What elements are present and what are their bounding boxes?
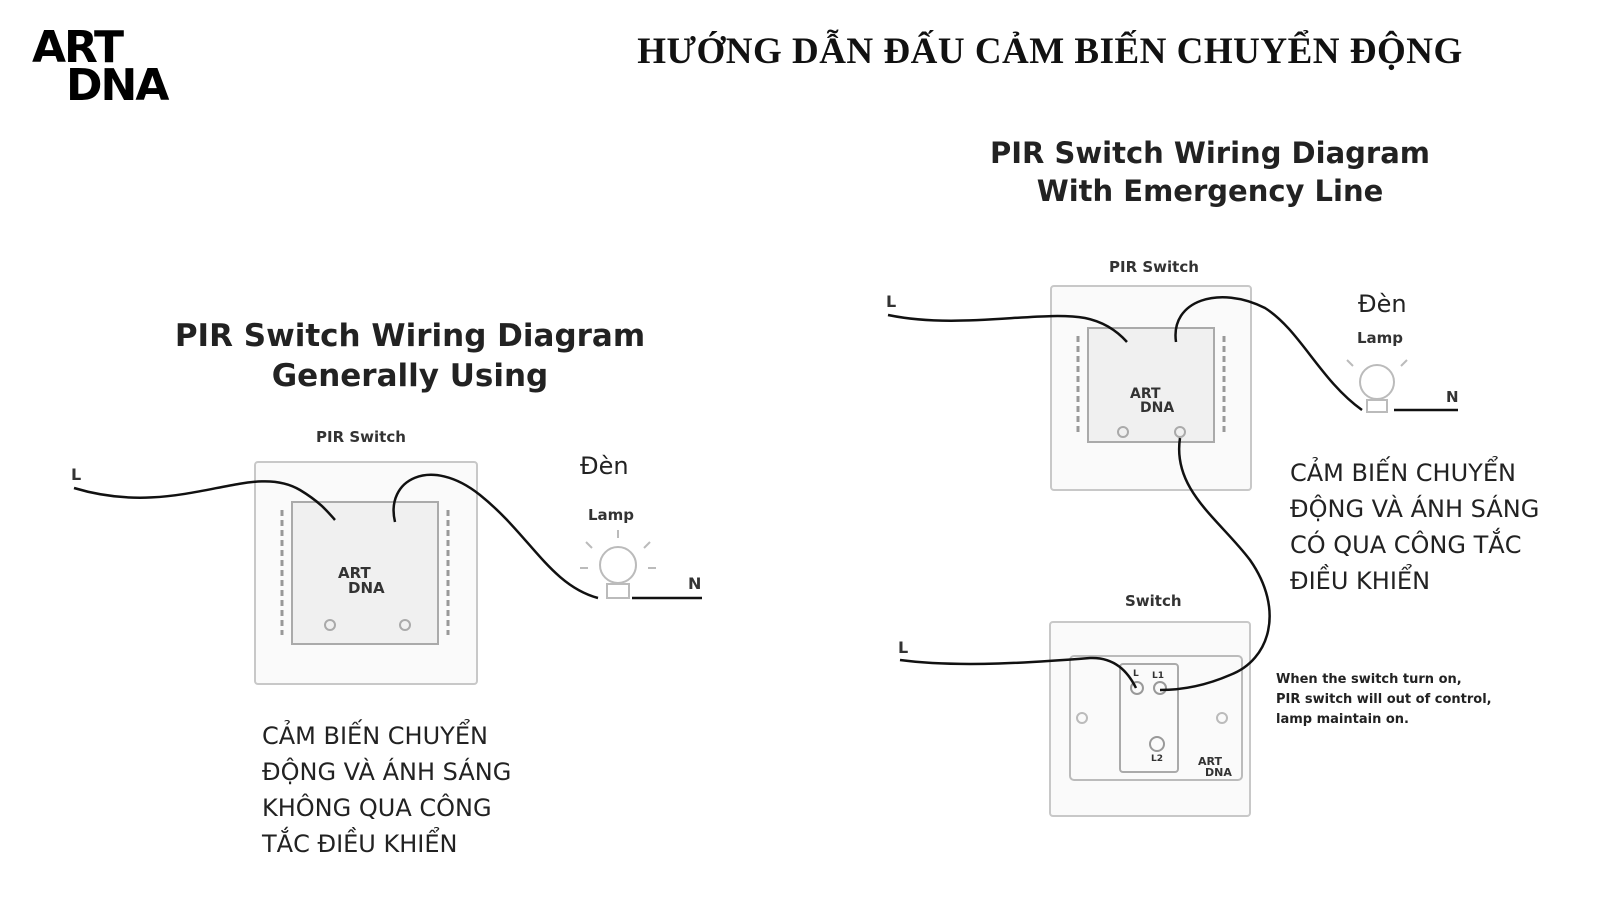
right-emergency-note: When the switch turn on, PIR switch will… [1276, 670, 1492, 730]
left-device-logo-line1: ART [338, 564, 371, 582]
right-caption-line4: ĐIỀU KHIỂN [1290, 567, 1431, 595]
left-den-label: Đèn [580, 452, 629, 480]
left-pir-switch-device [254, 461, 478, 685]
right-live-label-top: L [886, 292, 897, 311]
left-caption-line2: ĐỘNG VÀ ÁNH SÁNG [262, 758, 512, 786]
right-switch-logo-line2: DNA [1205, 766, 1232, 779]
left-title-line2: Generally Using [271, 358, 549, 395]
right-note-line3: lamp maintain on. [1276, 712, 1409, 727]
right-den-label: Đèn [1358, 290, 1407, 318]
right-caption-line2: ĐỘNG VÀ ÁNH SÁNG [1290, 495, 1540, 523]
right-caption: CẢM BIẾN CHUYỂN ĐỘNG VÀ ÁNH SÁNG CÓ QUA … [1290, 455, 1539, 599]
right-device-logo-line1: ART [1130, 386, 1161, 402]
right-wall-switch-device [1049, 621, 1251, 817]
right-device-logo: ART DNA [1130, 387, 1174, 415]
left-device-logo: ART DNA [338, 566, 385, 596]
left-title-line1: PIR Switch Wiring Diagram [174, 318, 646, 354]
left-pir-switch-label: PIR Switch [316, 428, 406, 446]
right-device-logo-line2: DNA [1140, 400, 1175, 416]
left-caption: CẢM BIẾN CHUYỂN ĐỘNG VÀ ÁNH SÁNG KHÔNG Q… [262, 718, 511, 862]
right-neutral-label: N [1446, 388, 1459, 406]
left-lamp-icon [580, 530, 656, 599]
left-caption-line4: TẮC ĐIỀU KHIỂN [262, 830, 458, 858]
right-live-wire-bottom [899, 656, 1138, 689]
right-switch-logo: ART DNA [1198, 756, 1232, 778]
right-caption-line3: CÓ QUA CÔNG TẮC [1290, 531, 1522, 559]
right-caption-line1: CẢM BIẾN CHUYỂN [1290, 459, 1516, 487]
right-lamp-wire [1174, 295, 1363, 412]
left-device-logo-line2: DNA [348, 579, 385, 597]
left-live-label: L [71, 465, 82, 484]
logo-line1: ART [32, 22, 124, 73]
right-pir-switch-label: PIR Switch [1109, 258, 1199, 276]
right-title-line2: With Emergency Line [1036, 173, 1384, 208]
left-lamp-wire [392, 473, 599, 600]
right-diagram-title: PIR Switch Wiring Diagram With Emergency… [940, 135, 1480, 210]
right-lamp-label: Lamp [1357, 329, 1404, 347]
right-live-label-bottom: L [898, 638, 909, 657]
left-neutral-label: N [688, 574, 702, 593]
right-pir-switch-device [1050, 285, 1252, 491]
left-diagram-title: PIR Switch Wiring Diagram Generally Usin… [140, 316, 680, 397]
brand-logo: ART DNA [32, 26, 182, 110]
right-terminal-l2: L2 [1151, 754, 1163, 764]
right-switch-label: Switch [1125, 592, 1182, 610]
logo-line2: DNA [66, 60, 169, 111]
page-title: HƯỚNG DẪN ĐẤU CẢM BIẾN CHUYỂN ĐỘNG [637, 31, 1463, 72]
left-caption-line3: KHÔNG QUA CÔNG [262, 794, 492, 822]
right-terminal-l: L [1133, 669, 1139, 679]
right-title-line1: PIR Switch Wiring Diagram [990, 136, 1430, 170]
right-emergency-wire [1159, 437, 1271, 692]
right-live-wire-top [887, 313, 1128, 343]
right-switch-logo-line1: ART [1198, 755, 1222, 768]
right-note-line1: When the switch turn on, [1276, 672, 1462, 687]
right-lamp-icon [1346, 359, 1408, 413]
right-note-line2: PIR switch will out of control, [1276, 692, 1492, 707]
left-caption-line1: CẢM BIẾN CHUYỂN [262, 722, 488, 750]
left-live-wire [73, 480, 336, 521]
left-lamp-label: Lamp [588, 506, 635, 524]
right-terminal-l1: L1 [1152, 671, 1164, 681]
